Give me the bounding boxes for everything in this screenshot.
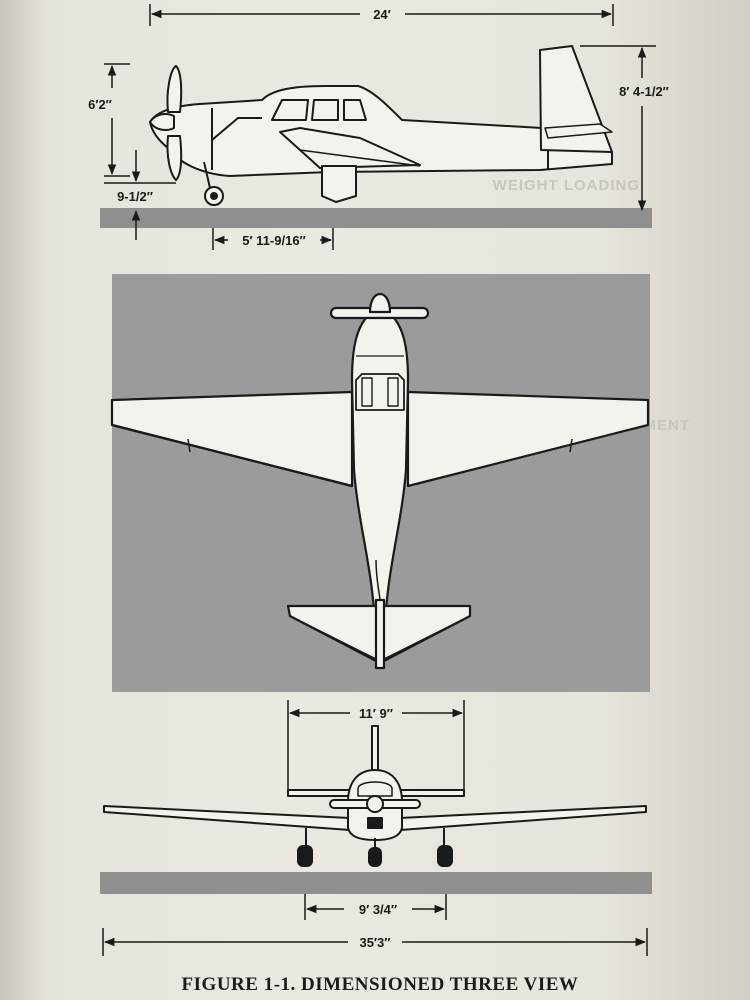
top-view-airplane (110, 292, 650, 670)
prop-clearance-label: 9-1/2″ (117, 189, 153, 204)
front-view-ground-band (100, 872, 652, 894)
figure-caption: FIGURE 1-1. DIMENSIONED THREE VIEW (182, 974, 579, 995)
top-view (110, 274, 650, 692)
front-view: 11′ 9″ 9′ 3/4″ 35′3″ (100, 700, 652, 956)
cabin-height-label: 6′2″ (88, 97, 112, 112)
side-view: 24′ 6′2″ 9-1/2″ 8′ 4-1/2″ (88, 4, 669, 250)
wheelbase-dimension (212, 228, 334, 250)
tail-height-dimension (580, 45, 656, 212)
wheel-track-dimension (304, 894, 447, 920)
wheel-track-label: 9′ 3/4″ (359, 902, 397, 917)
stabilizer-span-dimension (287, 700, 465, 792)
prop-clearance-dimension (104, 150, 176, 240)
cabin-height-dimension (104, 63, 130, 177)
wingspan-label: 35′3″ (359, 935, 390, 950)
side-view-ground-band (100, 208, 652, 228)
overall-length-dimension (149, 4, 614, 26)
front-view-airplane (103, 725, 647, 867)
tail-height-label: 8′ 4-1/2″ (619, 84, 669, 99)
side-view-airplane (149, 45, 613, 206)
overall-length-label: 24′ (373, 7, 391, 22)
wingspan-dimension (102, 928, 648, 956)
wheelbase-label: 5′ 11-9/16″ (242, 233, 306, 248)
bleed-through-text-2: WEIGHT LOADING (493, 177, 640, 194)
stabilizer-span-label: 11′ 9″ (359, 706, 393, 721)
